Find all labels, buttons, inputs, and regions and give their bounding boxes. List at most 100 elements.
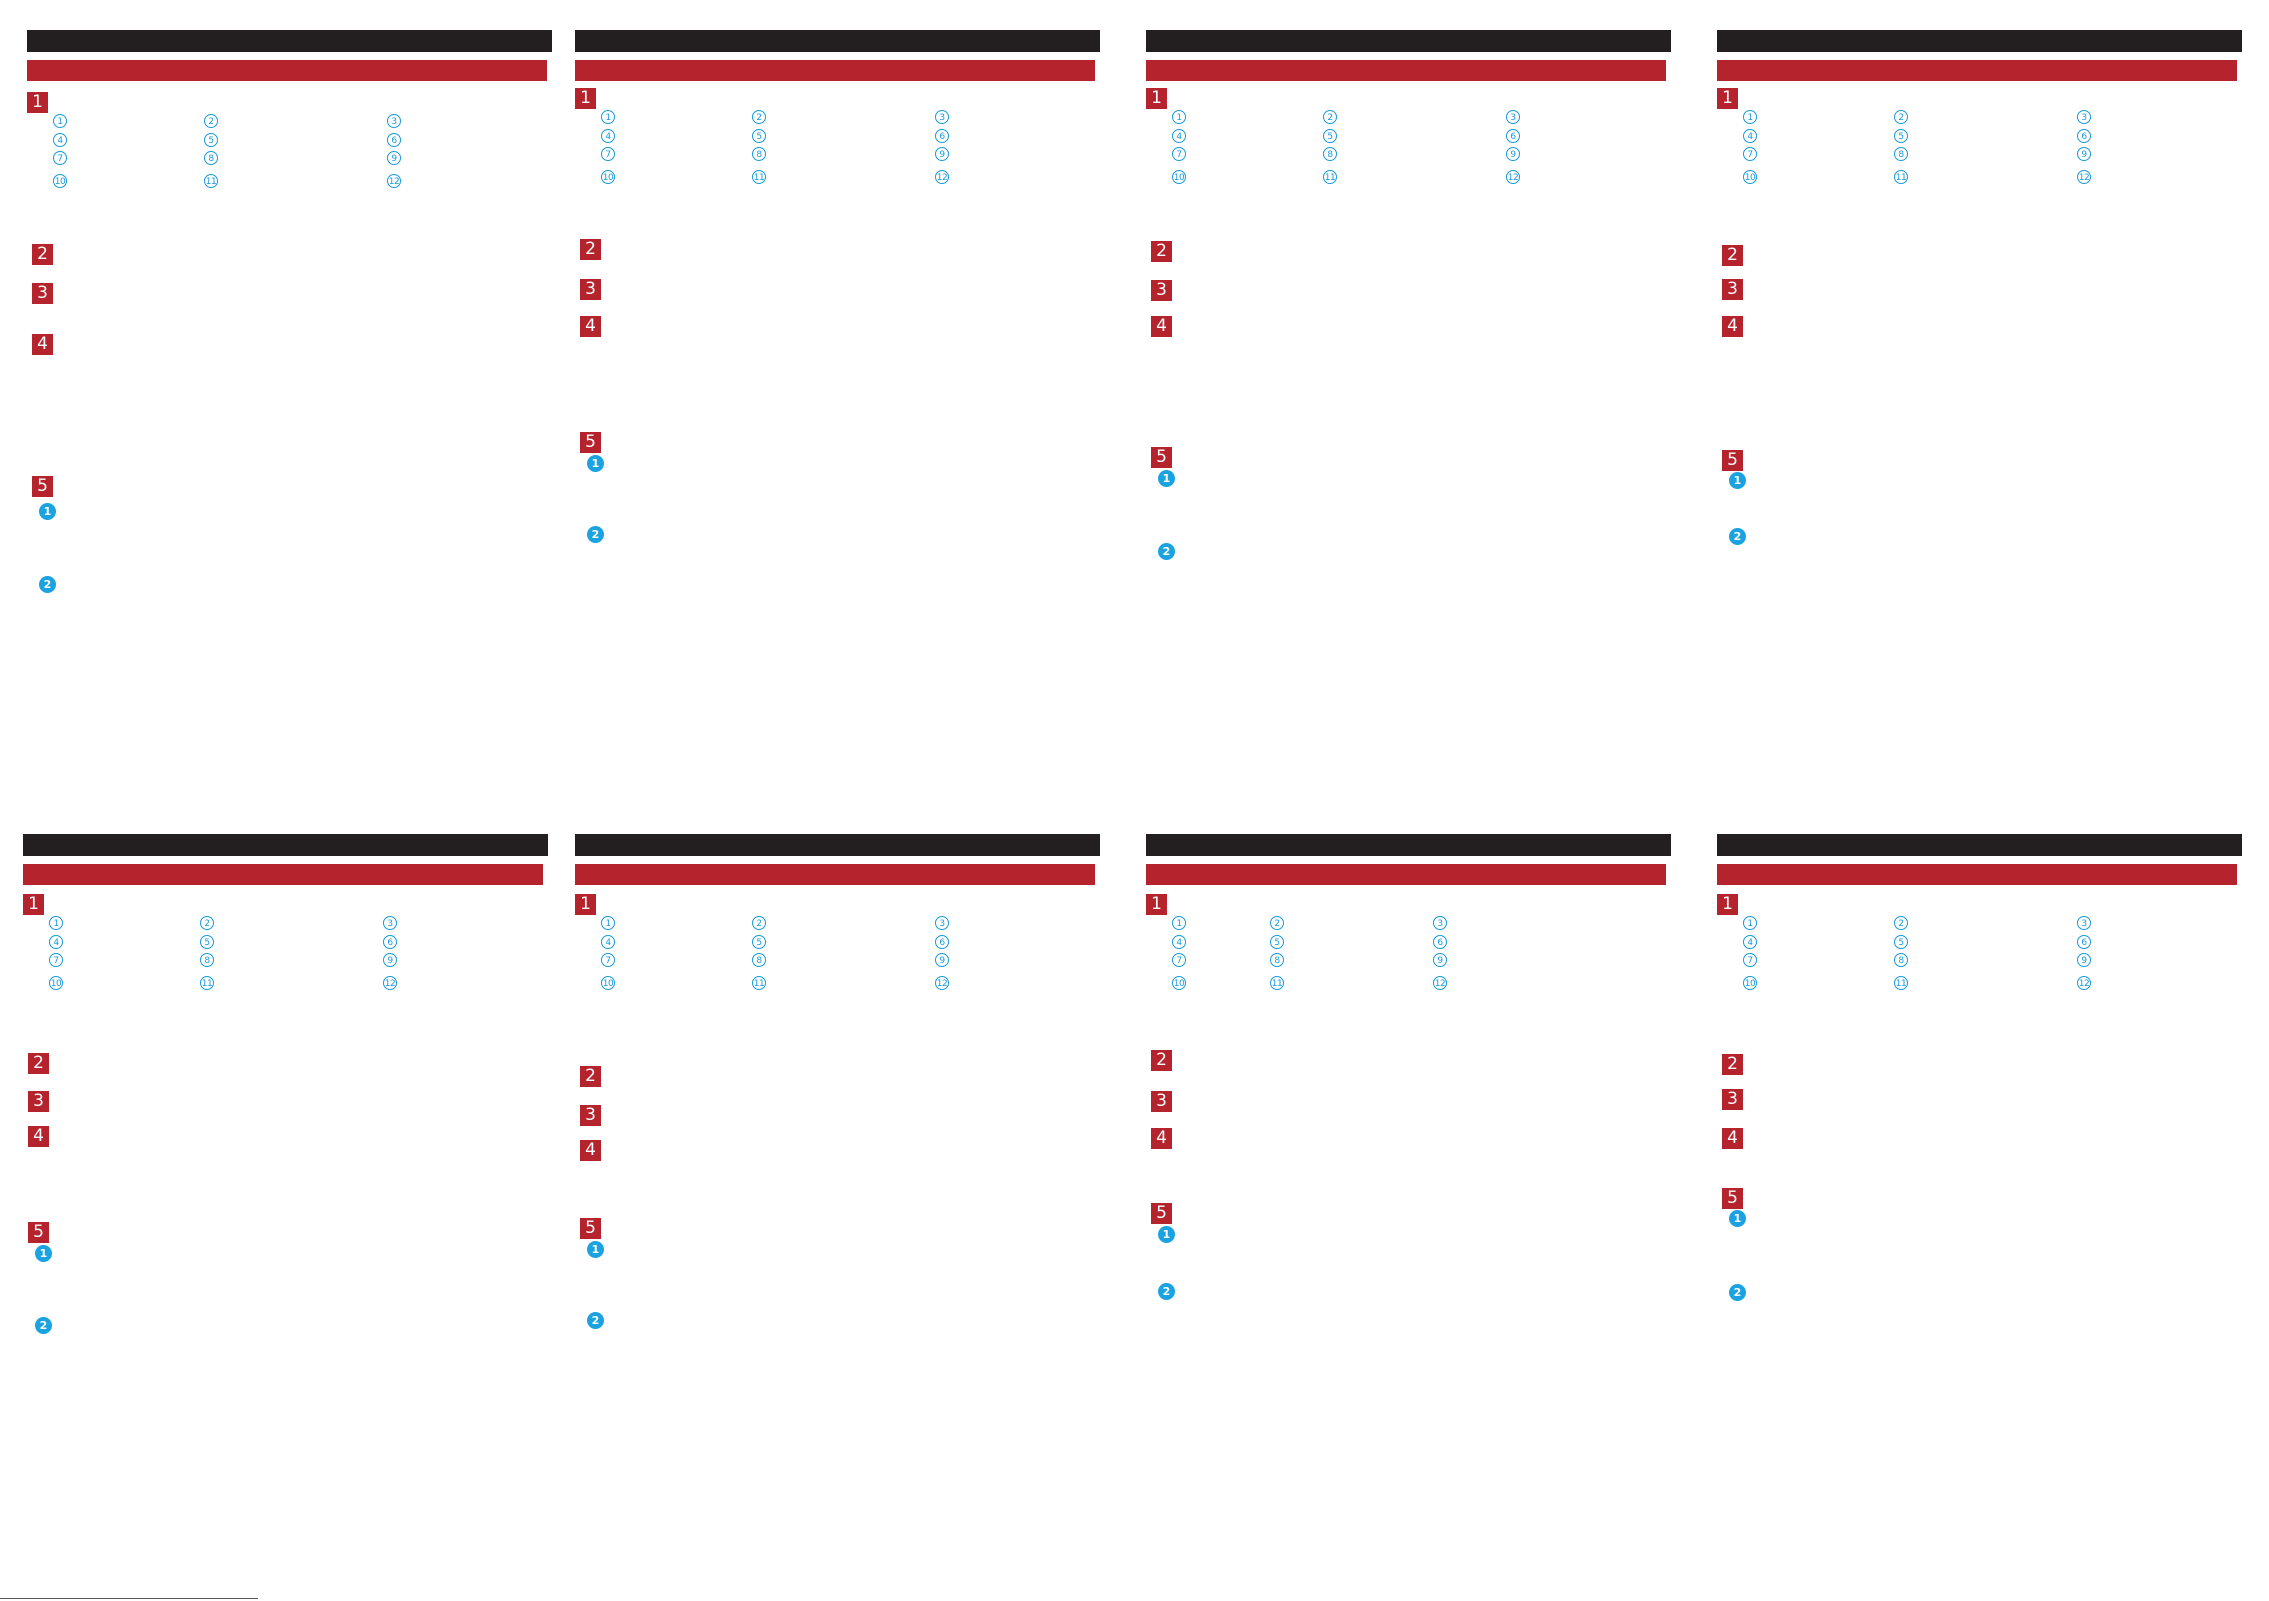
section-number-2: 2 (28, 1053, 49, 1074)
header-bar (27, 30, 552, 52)
part-callout-4: 4 (49, 935, 63, 949)
part-callout-11: 11 (1270, 976, 1284, 990)
part-callout-3: 3 (387, 114, 401, 128)
part-callout-6: 6 (2077, 129, 2091, 143)
section-number-3: 3 (580, 1105, 601, 1126)
part-callout-3: 3 (383, 916, 397, 930)
header-bar (575, 834, 1100, 856)
section-number-3: 3 (1722, 1089, 1743, 1110)
part-callout-3: 3 (935, 916, 949, 930)
part-callout-9: 9 (383, 953, 397, 967)
section-number-2: 2 (580, 239, 601, 260)
part-callout-7: 7 (1743, 147, 1757, 161)
part-callout-5: 5 (204, 133, 218, 147)
part-callout-8: 8 (1894, 147, 1908, 161)
part-callout-1: 1 (601, 916, 615, 930)
section-number-5: 5 (32, 476, 53, 497)
section-number-1: 1 (575, 894, 596, 915)
part-callout-3: 3 (2077, 916, 2091, 930)
header-bar (575, 30, 1100, 52)
part-callout-9: 9 (2077, 147, 2091, 161)
section-number-2: 2 (1722, 245, 1743, 266)
part-callout-7: 7 (601, 953, 615, 967)
part-callout-11: 11 (1894, 170, 1908, 184)
part-callout-11: 11 (752, 170, 766, 184)
section-number-5: 5 (580, 432, 601, 453)
section-number-5: 5 (580, 1218, 601, 1239)
section-number-5: 5 (1722, 1188, 1743, 1209)
header-bar (1146, 834, 1671, 856)
part-callout-6: 6 (1433, 935, 1447, 949)
part-callout-2: 2 (200, 916, 214, 930)
section-number-3: 3 (580, 279, 601, 300)
part-callout-8: 8 (752, 147, 766, 161)
section-number-1: 1 (1146, 894, 1167, 915)
part-callout-11: 11 (1323, 170, 1337, 184)
part-callout-8: 8 (204, 151, 218, 165)
section-number-2: 2 (1722, 1054, 1743, 1075)
part-callout-11: 11 (200, 976, 214, 990)
part-callout-4: 4 (601, 935, 615, 949)
title-bar (1146, 60, 1666, 81)
part-callout-10: 10 (601, 170, 615, 184)
step-marker-2: 2 (1729, 528, 1746, 545)
title-bar (1717, 60, 2237, 81)
part-callout-5: 5 (1323, 129, 1337, 143)
section-number-3: 3 (32, 283, 53, 304)
part-callout-6: 6 (1506, 129, 1520, 143)
title-bar (1717, 864, 2237, 885)
part-callout-6: 6 (383, 935, 397, 949)
part-callout-12: 12 (935, 170, 949, 184)
section-number-2: 2 (32, 244, 53, 265)
footer-rule (0, 1598, 258, 1599)
part-callout-1: 1 (1743, 110, 1757, 124)
section-number-5: 5 (1151, 447, 1172, 468)
part-callout-10: 10 (53, 174, 67, 188)
section-number-5: 5 (28, 1222, 49, 1243)
section-number-1: 1 (27, 92, 48, 113)
part-callout-4: 4 (1172, 935, 1186, 949)
part-callout-8: 8 (1894, 953, 1908, 967)
part-callout-10: 10 (1172, 976, 1186, 990)
part-callout-1: 1 (1172, 110, 1186, 124)
section-number-4: 4 (1151, 316, 1172, 337)
section-number-3: 3 (28, 1091, 49, 1112)
step-marker-2: 2 (1158, 543, 1175, 560)
step-marker-1: 1 (1729, 472, 1746, 489)
part-callout-12: 12 (387, 174, 401, 188)
section-number-1: 1 (1146, 88, 1167, 109)
part-callout-5: 5 (1270, 935, 1284, 949)
part-callout-6: 6 (2077, 935, 2091, 949)
part-callout-8: 8 (200, 953, 214, 967)
header-bar (1717, 30, 2242, 52)
part-callout-9: 9 (1433, 953, 1447, 967)
section-number-4: 4 (580, 316, 601, 337)
part-callout-9: 9 (935, 953, 949, 967)
section-number-4: 4 (1722, 316, 1743, 337)
title-bar (23, 864, 543, 885)
part-callout-4: 4 (1743, 935, 1757, 949)
step-marker-2: 2 (39, 576, 56, 593)
part-callout-5: 5 (1894, 935, 1908, 949)
part-callout-11: 11 (1894, 976, 1908, 990)
part-callout-7: 7 (1172, 953, 1186, 967)
section-number-3: 3 (1722, 279, 1743, 300)
part-callout-5: 5 (200, 935, 214, 949)
part-callout-10: 10 (1743, 976, 1757, 990)
part-callout-11: 11 (752, 976, 766, 990)
part-callout-10: 10 (1743, 170, 1757, 184)
part-callout-4: 4 (601, 129, 615, 143)
section-number-4: 4 (580, 1140, 601, 1161)
step-marker-2: 2 (35, 1317, 52, 1334)
section-number-2: 2 (580, 1066, 601, 1087)
step-marker-1: 1 (1158, 470, 1175, 487)
title-bar (27, 60, 547, 81)
part-callout-9: 9 (935, 147, 949, 161)
part-callout-12: 12 (2077, 976, 2091, 990)
part-callout-7: 7 (1743, 953, 1757, 967)
